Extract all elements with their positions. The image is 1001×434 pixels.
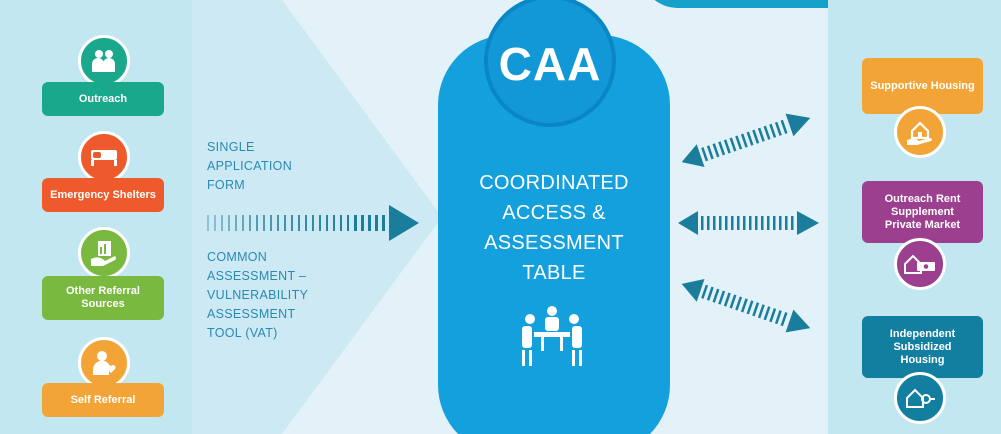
person-heart-icon <box>78 337 130 389</box>
rent-supplement-box: Outreach Rent Supplement Private Market <box>862 181 983 243</box>
dashed-arrow-to-caa <box>207 205 419 241</box>
caa-title: COORDINATED ACCESS & ASSESSMENT TABLE <box>479 172 629 284</box>
self-referral-label: Self Referral <box>42 383 164 417</box>
bed-icon <box>78 131 130 183</box>
supportive-housing-box: Supportive Housing <box>862 58 983 114</box>
funnel-shape <box>192 0 442 434</box>
hand-document-icon <box>78 227 130 279</box>
arrow-caa-independent-housing <box>681 279 811 333</box>
common-assessment-tool-text: COMMON ASSESSMENT – VULNERABILITY ASSESS… <box>207 250 309 340</box>
outreach-label: Outreach <box>42 82 164 116</box>
top-decorative-band <box>640 0 1001 8</box>
single-application-form-text: SINGLE APPLICATION FORM <box>207 140 293 192</box>
house-in-hand-icon <box>894 106 946 158</box>
arrow-caa-supportive-housing <box>681 113 811 167</box>
other-referral-sources-label: Other Referral Sources <box>42 276 164 320</box>
house-money-icon <box>894 238 946 290</box>
key-icon <box>894 372 946 424</box>
outreach-icon <box>78 35 130 87</box>
caa-badge: CAA <box>484 0 616 127</box>
arrow-caa-rent-supplement <box>678 211 819 235</box>
meeting-table-icon <box>522 306 582 366</box>
emergency-shelters-label: Emergency Shelters <box>42 178 164 212</box>
independent-housing-box: Independent Subsidized Housing <box>862 316 983 378</box>
